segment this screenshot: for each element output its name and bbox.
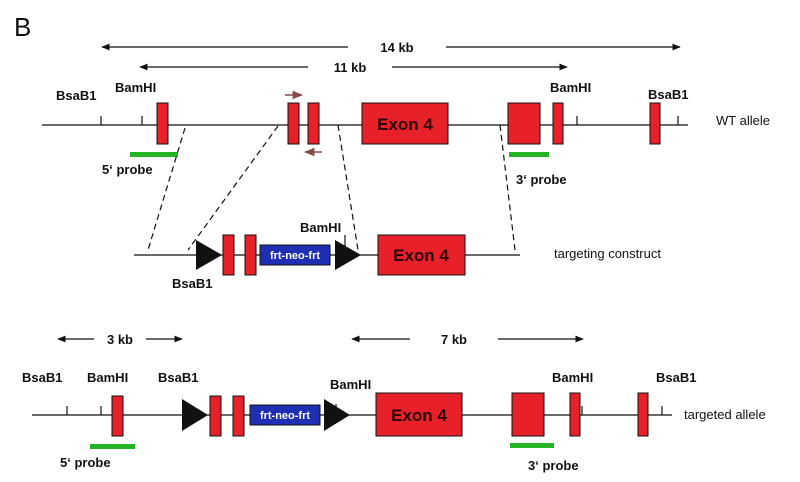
targeted-exon-3 [232, 395, 245, 437]
targeted-exon-7 [637, 392, 649, 437]
construct-label: targeting construct [554, 246, 661, 261]
construct-loxp-1 [196, 240, 222, 270]
targeted-loxp-2 [324, 399, 350, 431]
wt-bsab1-right-label: BsaB1 [648, 87, 688, 102]
wt-exon-5 [507, 102, 541, 145]
targeted-exons [111, 392, 649, 437]
wt-dist-14-label: 14 kb [380, 40, 413, 55]
wt-exon-4-box [361, 102, 449, 145]
wt-exons [156, 102, 661, 145]
targeted-exon-6 [569, 392, 581, 437]
construct-exon-4-box [377, 234, 466, 276]
wt-5-probe-label: 5‘ probe [102, 162, 153, 177]
construct-exons [222, 234, 466, 276]
targeted-neo-cassette [249, 404, 321, 426]
targeted-distance-7kb: 7 kb [351, 332, 584, 347]
targeted-5-probe-label: 5‘ probe [60, 455, 111, 470]
construct-bsab1-label: BsaB1 [172, 276, 212, 291]
targeted-allele-label: targeted allele [684, 407, 766, 422]
targeted-bamhi-mid-label: BamHI [330, 377, 371, 392]
targeted-restriction-ticks [66, 406, 663, 415]
wt-bamhi-left-label: BamHI [115, 80, 156, 95]
targeted-3-probe [510, 443, 554, 448]
wt-3-probe [509, 152, 549, 157]
wt-exon4-label: Exon 4 [377, 115, 433, 134]
targeted-3-probe-label: 3‘ probe [528, 458, 579, 473]
targeted-bsab1-right-label: BsaB1 [656, 370, 696, 385]
construct-bamhi-label: BamHI [300, 220, 341, 235]
wt-exon-3 [307, 102, 320, 145]
wt-restriction-ticks [100, 116, 679, 125]
homology-lines-upper [147, 124, 516, 251]
wt-exon-6 [552, 102, 564, 145]
construct-exon4-label: Exon 4 [393, 246, 449, 265]
targeted-loxp-1 [182, 399, 208, 431]
targeted-bamhi-right-label: BamHI [552, 370, 593, 385]
targeted-exon-2 [209, 395, 222, 437]
construct-loxp-2 [335, 240, 361, 270]
targeted-exon4-label: Exon 4 [391, 406, 447, 425]
construct-neo-cassette [259, 244, 331, 266]
wt-distance-11kb: 11 kb [139, 60, 568, 75]
targeted-distance-3kb: 3 kb [57, 332, 183, 347]
panel-label: B [14, 12, 31, 42]
targeted-exon-5 [511, 392, 545, 437]
targeted-dist-7-label: 7 kb [441, 332, 467, 347]
targeted-5-probe [90, 444, 135, 449]
wt-distance-14kb: 14 kb [101, 40, 681, 55]
wt-dist-11-label: 11 kb [334, 60, 367, 75]
wt-exon-2 [287, 102, 300, 145]
construct-exon-3 [244, 234, 257, 276]
construct-exon-2 [222, 234, 235, 276]
wt-bamhi-right-label: BamHI [550, 80, 591, 95]
targeted-dist-3-label: 3 kb [107, 332, 133, 347]
wt-allele-label: WT allele [716, 113, 770, 128]
targeted-bsab1-mid-label: BsaB1 [158, 370, 198, 385]
wt-exon-7 [649, 102, 661, 145]
targeted-neo-label: frt-neo-frt [260, 410, 310, 422]
wt-5-probe [130, 152, 178, 157]
targeted-exon-1 [111, 395, 124, 437]
targeted-bamhi-left-label: BamHI [87, 370, 128, 385]
wt-bsab1-left-label: BsaB1 [56, 88, 96, 103]
construct-neo-label: frt-neo-frt [270, 250, 320, 262]
wt-exon-1 [156, 102, 169, 145]
targeted-bsab1-left-label: BsaB1 [22, 370, 62, 385]
wt-3-probe-label: 3‘ probe [516, 172, 567, 187]
targeted-exon-4-box [375, 392, 463, 437]
